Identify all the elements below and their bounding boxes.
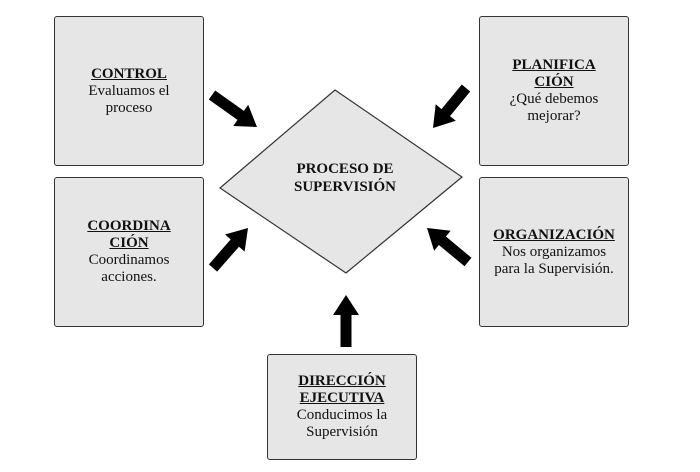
arrow-from-coordinacion-icon [208,228,248,272]
center-label-line1: PROCESO DE [296,161,394,177]
center-label: PROCESO DE SUPERVISIÓN [250,160,440,196]
box-organizacion-text2: para la Supervisión. [494,260,614,277]
box-control: CONTROL Evaluamos el proceso [54,16,204,166]
box-control-text1: Evaluamos el [88,82,170,99]
center-label-line2: SUPERVISIÓN [294,179,396,195]
box-planificacion: PLANIFICA CIÓN ¿Qué debemos mejorar? [479,16,629,166]
box-organizacion-title: ORGANIZACIÓN [493,226,615,243]
box-planificacion-title2: CIÓN [534,74,574,90]
box-planificacion-text1: ¿Qué debemos [509,91,599,107]
box-direccion: DIRECCIÓN EJECUTIVA Conducimos la Superv… [267,354,417,460]
box-coordinacion-text2: acciones. [101,269,157,285]
box-organizacion: ORGANIZACIÓN Nos organizamos para la Sup… [479,177,629,327]
arrow-from-organizacion-icon [427,228,472,267]
box-organizacion-text1: Nos organizamos [501,243,607,260]
box-direccion-text2: Supervisión [306,424,378,440]
arrow-from-direccion-icon [333,295,359,347]
box-control-text2: proceso [105,99,153,116]
box-coordinacion-title1: COORDINA [87,218,171,234]
box-direccion-text1: Conducimos la [296,407,388,423]
box-planificacion-text2: mejorar? [527,108,581,124]
arrow-from-control-icon [208,90,257,127]
box-coordinacion-text1: Coordinamos [88,252,170,268]
arrow-from-planificacion-icon [433,84,471,128]
box-coordinacion: COORDINA CIÓN Coordinamos acciones. [54,177,204,327]
box-direccion-title1: DIRECCIÓN [298,373,386,389]
box-planificacion-title1: PLANIFICA [512,57,596,73]
box-coordinacion-title2: CIÓN [109,235,149,251]
box-direccion-title2: EJECUTIVA [299,390,385,406]
center-diamond [219,89,463,274]
box-control-title: CONTROL [91,65,167,82]
